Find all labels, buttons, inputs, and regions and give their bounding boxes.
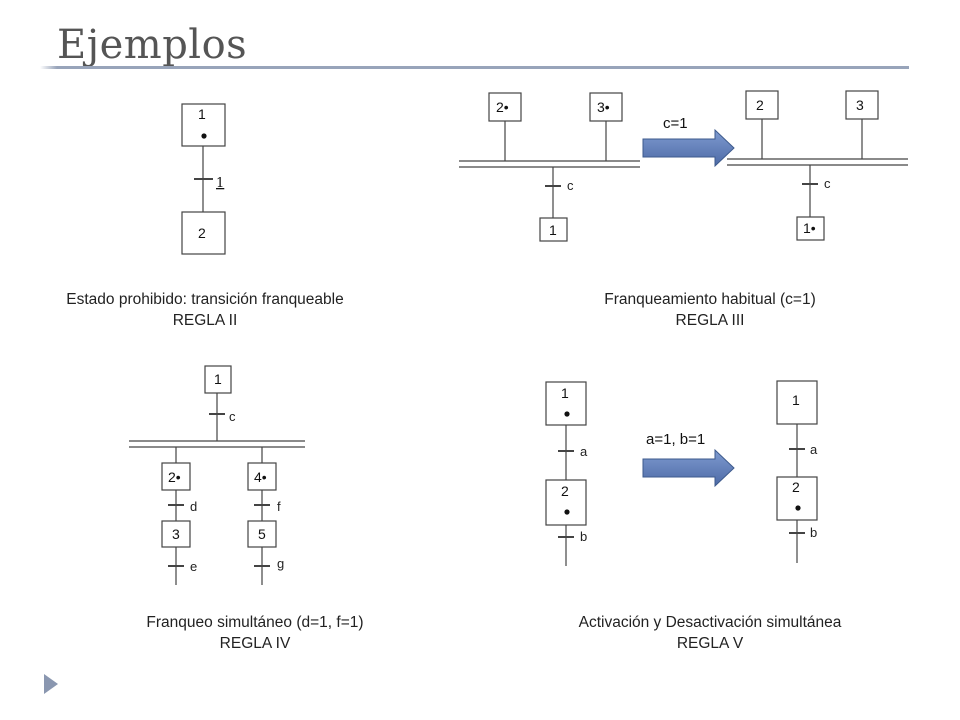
step-box-2 — [776, 476, 818, 521]
caption-activacion: Activación y Desactivación simultánea RE… — [530, 612, 890, 654]
title-rule — [57, 66, 909, 69]
step-box-1 — [776, 380, 818, 425]
step-box-3 — [589, 92, 623, 122]
caption-line-1: Estado prohibido: transición franqueable — [66, 291, 344, 308]
transition-label-a: a — [580, 444, 588, 459]
step-label-1: 1 — [561, 385, 569, 401]
step-label-5: 5 — [258, 526, 266, 542]
transition-label-d: d — [190, 499, 197, 514]
step-box-4 — [247, 462, 277, 491]
diagram-activacion-after — [776, 380, 818, 563]
step-box-1 — [545, 381, 587, 426]
title-rule-fade — [40, 66, 57, 69]
caption-line-1: Activación y Desactivación simultánea — [578, 614, 842, 631]
transition-label: 1 — [216, 176, 224, 191]
step-label-1: 1 — [792, 392, 800, 408]
diagram-prohibido — [181, 103, 226, 255]
caption-line-1: Franqueamiento habitual (c=1) — [604, 291, 816, 308]
transition-label-a: a — [810, 442, 818, 457]
dot-icon — [795, 505, 801, 511]
caption-line-2: REGLA IV — [219, 635, 291, 652]
dot-icon — [564, 509, 570, 515]
condition-label: a=1, b=1 — [646, 431, 705, 448]
step-label-1: 1 — [549, 222, 557, 238]
step-label-2: 2• — [496, 99, 509, 115]
diagram-habitual-after — [727, 90, 908, 241]
condition-label: c=1 — [663, 115, 688, 132]
transition-label-e: e — [190, 559, 197, 574]
step-box-1 — [796, 216, 825, 241]
caption-line-2: REGLA II — [172, 312, 238, 329]
step-label-3: 3 — [856, 97, 864, 113]
step-label-2: 2 — [756, 97, 764, 113]
step-label-1: 1 — [198, 106, 206, 122]
step-box-1 — [539, 217, 568, 242]
step-box-3 — [845, 90, 879, 120]
step-box-1 — [181, 103, 226, 147]
caption-line-2: REGLA V — [676, 635, 744, 652]
arrow-right-icon — [642, 128, 735, 168]
step-box-2 — [545, 479, 587, 526]
caption-simultaneo: Franqueo simultáneo (d=1, f=1) REGLA IV — [90, 612, 420, 654]
slide-title: Ejemplos — [57, 22, 248, 68]
step-box-5 — [247, 520, 277, 548]
transition-label-f: f — [277, 499, 281, 514]
caption-line-2: REGLA III — [675, 312, 745, 329]
diagram-activacion-before — [545, 381, 587, 566]
caption-prohibido: Estado prohibido: transición franqueable… — [40, 289, 370, 331]
transition-label-g: g — [277, 556, 284, 571]
transition-label: c — [567, 178, 574, 193]
caption-habitual: Franqueamiento habitual (c=1) REGLA III — [540, 289, 880, 331]
step-label-2: 2 — [198, 225, 206, 241]
transition-label-b: b — [810, 525, 817, 540]
step-box-2 — [488, 92, 522, 122]
diagram-simultaneo — [129, 365, 305, 585]
transition-label: c — [824, 176, 831, 191]
dot-icon — [201, 133, 207, 139]
arrow-right-icon — [642, 448, 735, 488]
transition-label-c: c — [229, 409, 236, 424]
step-label-1: 1 — [214, 371, 222, 387]
dot-icon — [564, 411, 570, 417]
step-label-3: 3 — [172, 526, 180, 542]
step-label-2: 2• — [168, 469, 181, 485]
step-box-2 — [181, 211, 226, 255]
diagram-habitual-before — [459, 92, 640, 242]
step-label-1: 1• — [803, 220, 816, 236]
step-label-4: 4• — [254, 469, 267, 485]
step-box-1 — [204, 365, 232, 394]
step-box-2 — [745, 90, 779, 120]
transition-label-b: b — [580, 529, 587, 544]
step-label-3: 3• — [597, 99, 610, 115]
step-label-2: 2 — [561, 483, 569, 499]
triangle-right-icon[interactable] — [44, 674, 58, 694]
caption-line-1: Franqueo simultáneo (d=1, f=1) — [146, 614, 364, 631]
step-box-2 — [161, 462, 191, 491]
step-box-3 — [161, 520, 191, 548]
step-label-2: 2 — [792, 479, 800, 495]
